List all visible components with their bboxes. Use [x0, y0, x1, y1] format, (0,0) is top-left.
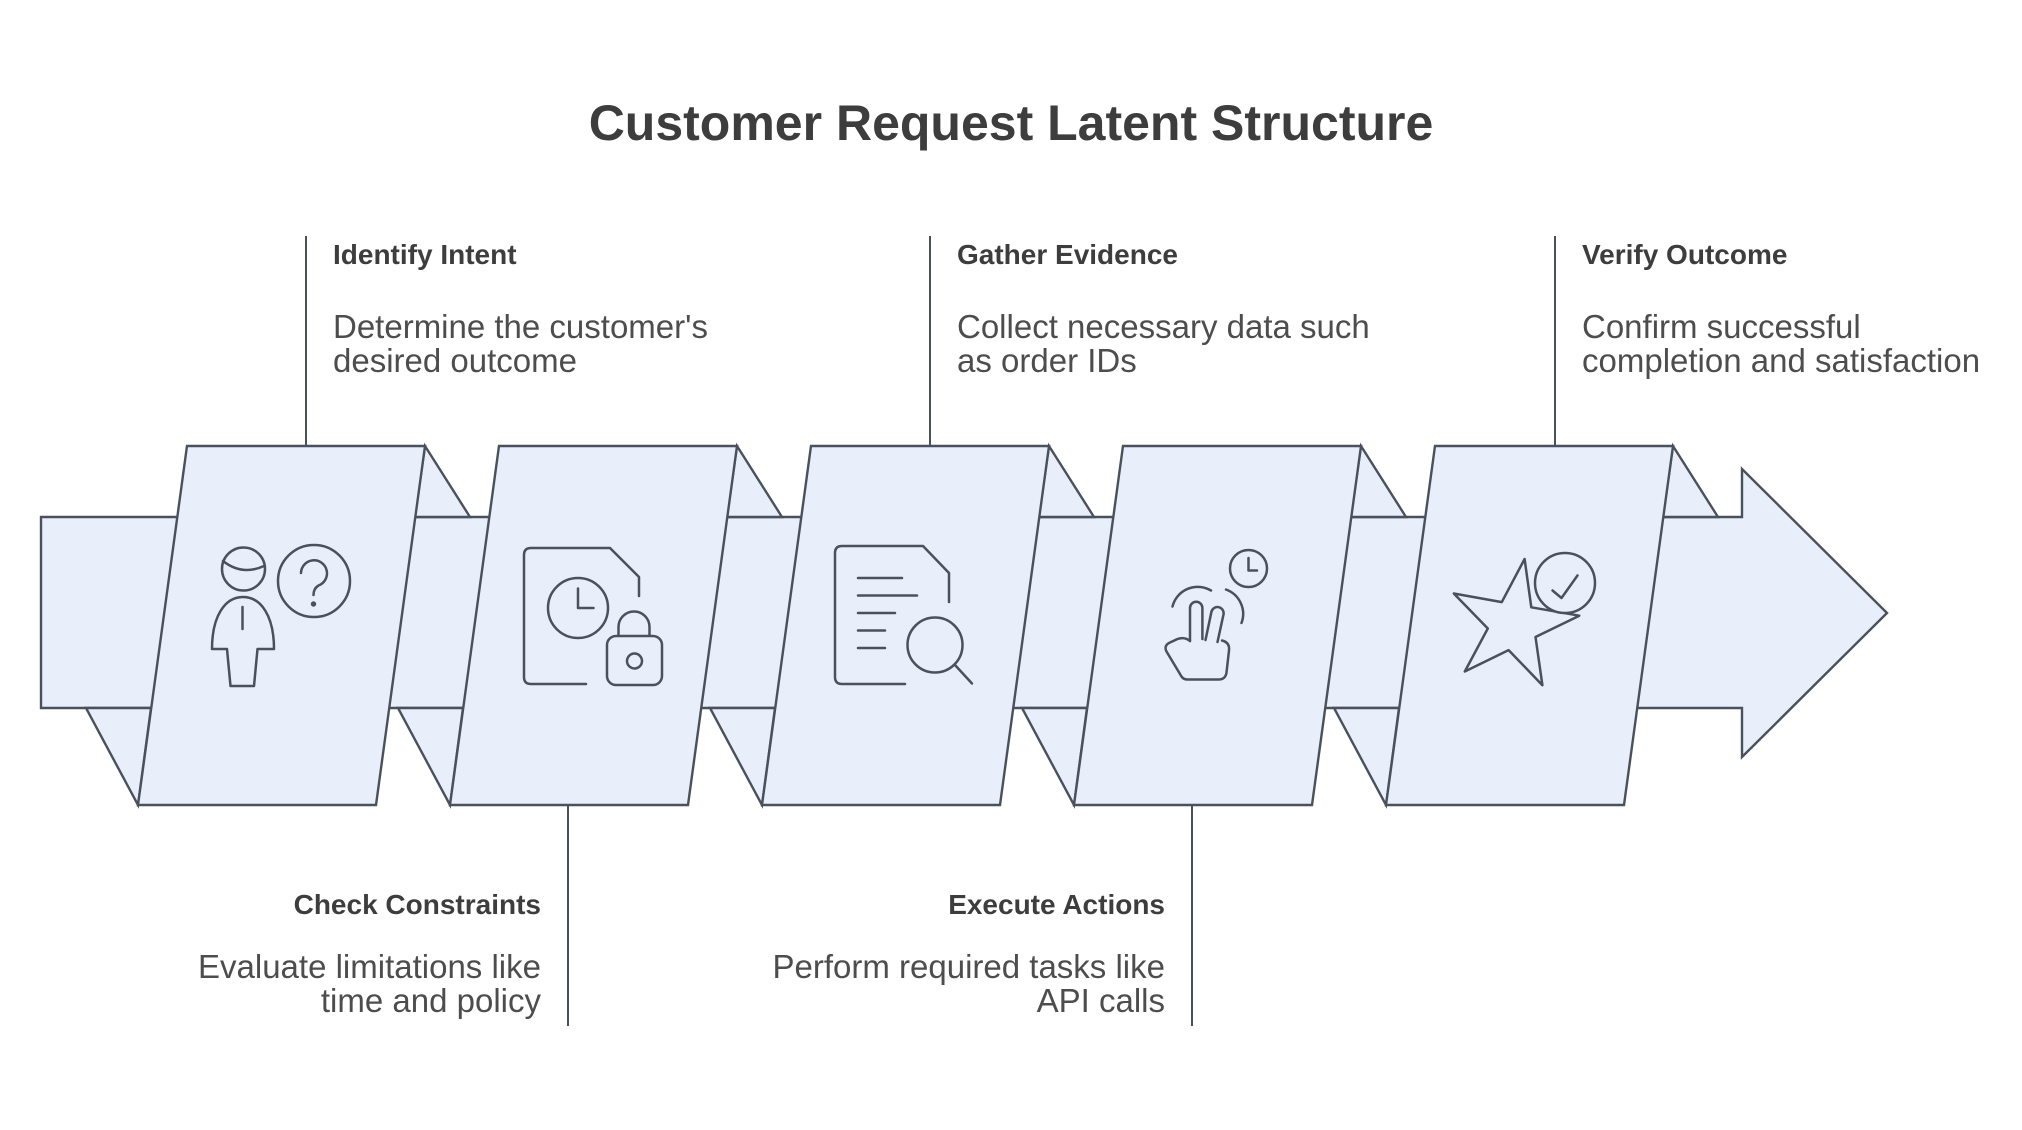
step-label: Verify Outcome [1582, 239, 1788, 270]
step-description: Collect necessary data such as order IDs [957, 308, 1370, 379]
step-label: Check Constraints [293, 889, 541, 920]
step-label: Execute Actions [948, 889, 1165, 920]
step-description: Confirm successful completion and satisf… [1582, 308, 1981, 379]
step-description: Evaluate limitations like time and polic… [198, 948, 541, 1019]
person-question-icon [210, 543, 352, 688]
step-callout-check-constraints: Check Constraints Evaluate limitations l… [198, 888, 541, 1018]
step-callout-gather-evidence: Gather Evidence Collect necessary data s… [957, 238, 1370, 378]
ribbon-segments [136, 444, 1675, 807]
star-check-icon [1452, 551, 1597, 687]
page-title: Customer Request Latent Structure [588, 95, 1434, 151]
step-callout-execute-actions: Execute Actions Perform required tasks l… [773, 888, 1165, 1018]
step-label: Identify Intent [333, 239, 517, 270]
callout-lines [305, 236, 1556, 1026]
document-clock-lock-icon [522, 546, 664, 687]
step-callout-identify-intent: Identify Intent Determine the customer's… [333, 238, 708, 378]
document-search-icon [833, 544, 974, 686]
hand-gesture-clock-icon [1164, 548, 1269, 681]
segment-check-constraints [448, 444, 739, 807]
segment-verify-outcome [1384, 444, 1675, 807]
segment-identify-intent [136, 444, 427, 807]
step-label: Gather Evidence [957, 239, 1178, 270]
segment-execute-actions [1072, 444, 1363, 807]
step-callout-verify-outcome: Verify Outcome Confirm successful comple… [1582, 238, 1980, 378]
ribbon-folds-bottom [83, 706, 1401, 809]
segment-gather-evidence [760, 444, 1051, 807]
step-description: Perform required tasks like API calls [772, 948, 1165, 1019]
step-description: Determine the customer's desired outcome [333, 308, 708, 379]
